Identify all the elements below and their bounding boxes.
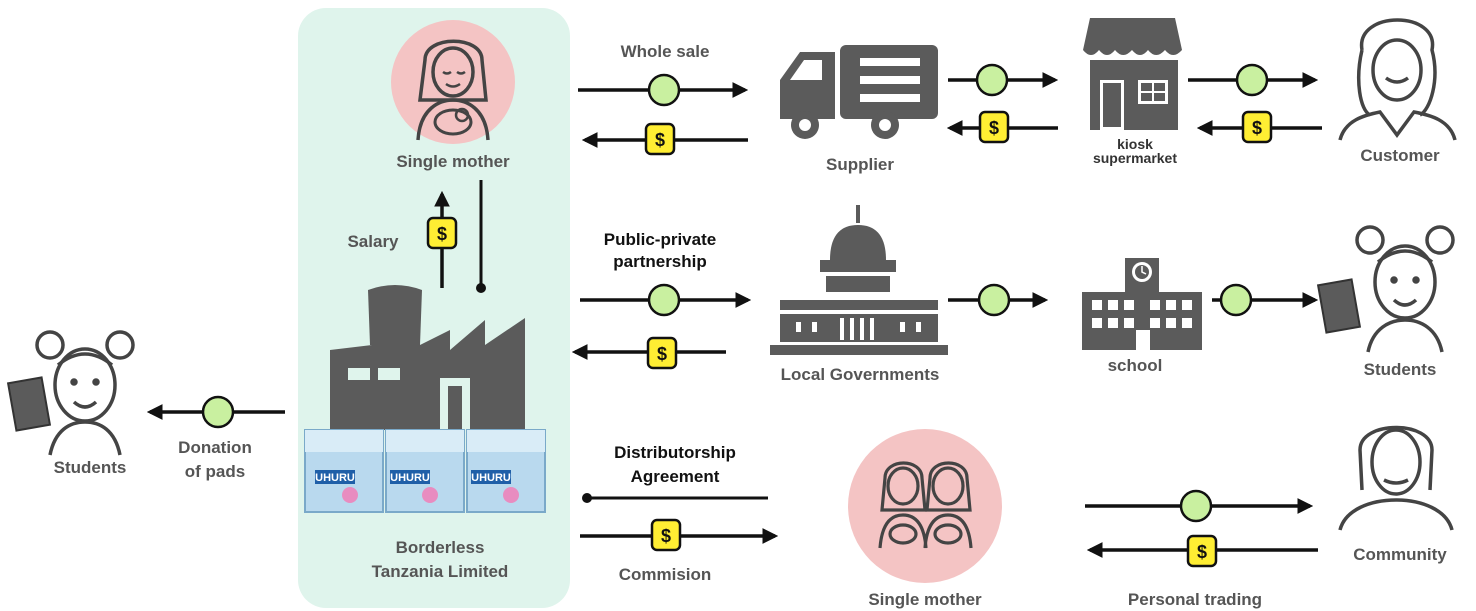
bottom-single-mother-label: Single mother — [868, 590, 982, 609]
salary-label: Salary — [347, 232, 399, 251]
svg-text:$: $ — [661, 526, 671, 546]
ppp-label-line1: Public-private — [603, 230, 717, 249]
pad-package-1: UHURU — [304, 429, 384, 513]
svg-text:UHURU: UHURU — [471, 472, 511, 484]
right-students-label: Students — [1363, 360, 1437, 379]
pad-package-2: UHURU — [385, 429, 465, 513]
community-label: Community — [1353, 545, 1447, 564]
community-dollar-badge: $ — [1186, 534, 1218, 568]
kiosk-customer-node — [1235, 63, 1269, 97]
store-icon — [1083, 18, 1182, 130]
school-students-node — [1219, 283, 1253, 317]
kiosk-dollar-badge: $ — [978, 110, 1010, 144]
salary-dollar-badge: $ — [426, 216, 458, 250]
svg-text:$: $ — [989, 118, 999, 138]
personal-trading-label: Personal trading — [1127, 590, 1263, 609]
svg-text:UHURU: UHURU — [390, 472, 430, 484]
pad-package-3: UHURU — [466, 429, 546, 513]
svg-text:UHURU: UHURU — [315, 472, 355, 484]
svg-text:$: $ — [437, 224, 447, 244]
distributorship-label-line1: Distributorship — [614, 443, 736, 462]
single-mother-icon — [391, 20, 515, 144]
pad-packages: UHURU UHURU UHURU — [304, 429, 546, 513]
svg-text:$: $ — [1252, 118, 1262, 138]
company-name-line1: Borderless — [395, 538, 485, 557]
ppp-label-line2: partnership — [613, 252, 707, 271]
donation-label-line2: of pads — [184, 462, 246, 481]
government-building-icon — [770, 205, 948, 355]
wholesale-node — [647, 73, 681, 107]
donation-node — [201, 395, 235, 429]
community-icon — [1338, 425, 1454, 531]
student-right-icon — [1316, 225, 1455, 353]
supplier-kiosk-node — [975, 63, 1009, 97]
truck-icon — [780, 45, 938, 139]
student-left-icon — [6, 330, 135, 456]
gov-school-node — [977, 283, 1011, 317]
school-icon — [1082, 258, 1202, 350]
commission-dollar-badge: $ — [650, 518, 682, 552]
wholesale-label: Whole sale — [620, 42, 710, 61]
factory-icon — [330, 285, 525, 430]
supplier-label: Supplier — [825, 155, 894, 174]
line-end-dot — [476, 283, 486, 293]
local-governments-label: Local Governments — [780, 365, 940, 384]
left-students-label: Students — [53, 458, 127, 477]
school-label: school — [1107, 356, 1163, 375]
donation-label-line1: Donation — [178, 438, 252, 457]
ppp-node — [647, 283, 681, 317]
svg-text:$: $ — [657, 344, 667, 364]
trading-node — [1179, 489, 1213, 523]
kiosk-label-line1: kiosk — [1117, 136, 1153, 152]
company-name-line2: Tanzania Limited — [371, 562, 509, 581]
kiosk-label-line2: supermarket — [1092, 150, 1178, 166]
panel-single-mother-label: Single mother — [396, 152, 510, 171]
wholesale-dollar-badge: $ — [644, 122, 676, 156]
customer-icon — [1338, 18, 1457, 141]
svg-text:$: $ — [655, 130, 665, 150]
svg-text:$: $ — [1197, 542, 1207, 562]
customer-dollar-badge: $ — [1241, 110, 1273, 144]
single-mothers-icon — [848, 429, 1002, 583]
ppp-dollar-badge: $ — [646, 336, 678, 370]
customer-label: Customer — [1360, 146, 1440, 165]
commission-label: Commision — [618, 565, 712, 584]
distributorship-label-line2: Agreement — [630, 467, 720, 486]
